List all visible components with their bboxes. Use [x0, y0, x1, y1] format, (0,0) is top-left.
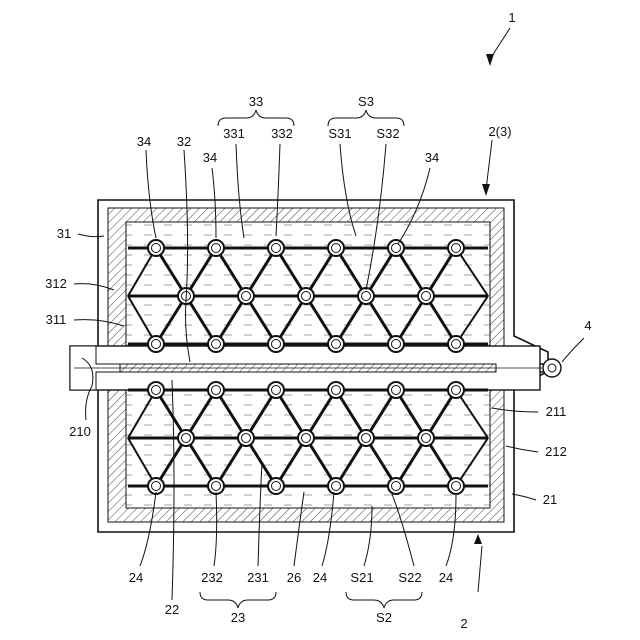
- label-311: 311: [46, 312, 67, 327]
- lower-node-15: [388, 478, 404, 494]
- upper-node-16: [448, 336, 464, 352]
- lower-node-2: [268, 382, 284, 398]
- arrow-bottom-2: [474, 534, 482, 592]
- brace-23: [200, 592, 276, 608]
- brace-S2: [346, 592, 422, 608]
- upper-node-10: [418, 288, 434, 304]
- brace-33: [218, 110, 294, 126]
- label-211: 211: [546, 404, 567, 419]
- lower-node-0: [148, 382, 164, 398]
- label-23: 23: [231, 610, 245, 625]
- upper-node-3: [328, 240, 344, 256]
- lower-node-8: [298, 430, 314, 446]
- upper-node-12: [208, 336, 224, 352]
- label-34b: 34: [203, 150, 217, 165]
- lower-node-4: [388, 382, 404, 398]
- brace-S3: [328, 110, 404, 126]
- center-flange: [70, 346, 560, 390]
- label-34a: 34: [137, 134, 151, 149]
- label-332: 332: [271, 126, 293, 141]
- lower-node-1: [208, 382, 224, 398]
- label-S32: S32: [376, 126, 399, 141]
- label-31: 31: [57, 226, 71, 241]
- label-S2: S2: [376, 610, 392, 625]
- lower-node-7: [238, 430, 254, 446]
- label-22: 22: [165, 602, 179, 617]
- label-26: 26: [287, 570, 301, 585]
- label-231: 231: [247, 570, 269, 585]
- arrow-top-2-3: [482, 140, 492, 196]
- lower-node-14: [328, 478, 344, 494]
- lower-node-3: [328, 382, 344, 398]
- upper-node-13: [268, 336, 284, 352]
- lower-node-11: [148, 478, 164, 494]
- lower-node-13: [268, 478, 284, 494]
- lower-node-5: [448, 382, 464, 398]
- label-24a: 24: [129, 570, 143, 585]
- connector-4: [543, 359, 561, 377]
- label-S21: S21: [350, 570, 373, 585]
- upper-node-15: [388, 336, 404, 352]
- lower-node-12: [208, 478, 224, 494]
- label-21: 21: [543, 492, 557, 507]
- upper-node-0: [148, 240, 164, 256]
- upper-node-7: [238, 288, 254, 304]
- label-312: 312: [45, 276, 67, 291]
- leader-4: [562, 338, 584, 362]
- label-212: 212: [545, 444, 567, 459]
- figure-arrow: [486, 28, 510, 66]
- label-S22: S22: [398, 570, 421, 585]
- label-S31: S31: [328, 126, 351, 141]
- label-34c: 34: [425, 150, 439, 165]
- upper-node-9: [358, 288, 374, 304]
- lower-node-10: [418, 430, 434, 446]
- label-fig-no: 1: [508, 10, 515, 25]
- label-4: 4: [584, 318, 591, 333]
- label-24b: 24: [313, 570, 327, 585]
- label-S3: S3: [358, 94, 374, 109]
- upper-node-2: [268, 240, 284, 256]
- label-210: 210: [69, 424, 91, 439]
- upper-node-5: [448, 240, 464, 256]
- upper-node-4: [388, 240, 404, 256]
- leader-21: [512, 494, 536, 500]
- label-232: 232: [201, 570, 223, 585]
- label-32: 32: [177, 134, 191, 149]
- label-24c: 24: [439, 570, 453, 585]
- upper-node-14: [328, 336, 344, 352]
- lower-node-16: [448, 478, 464, 494]
- label-331: 331: [223, 126, 245, 141]
- upper-node-8: [298, 288, 314, 304]
- label-33: 33: [249, 94, 263, 109]
- upper-node-11: [148, 336, 164, 352]
- lower-node-9: [358, 430, 374, 446]
- lower-node-6: [178, 430, 194, 446]
- upper-node-1: [208, 240, 224, 256]
- label-2: 2: [460, 616, 467, 631]
- label-2-3: 2(3): [488, 124, 511, 139]
